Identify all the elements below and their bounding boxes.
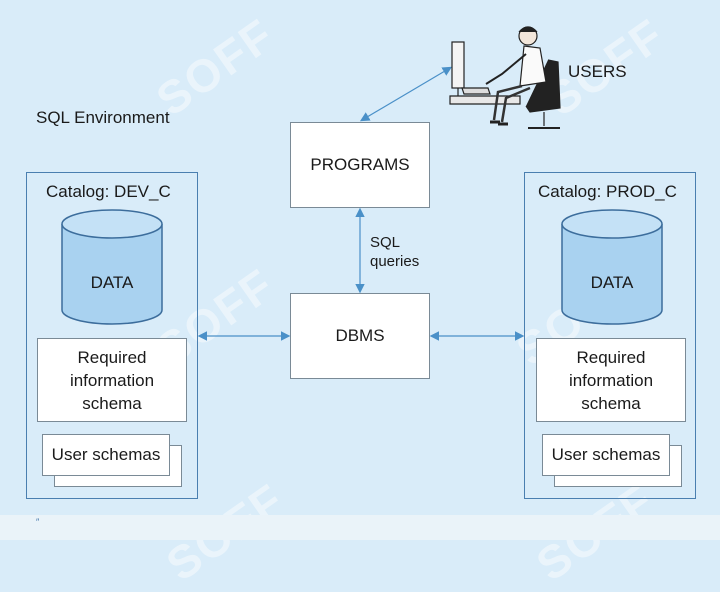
user-schemas-label: User schemas <box>551 445 661 464</box>
info-schema-line: information <box>568 370 654 390</box>
bottom-mark: ″ <box>36 517 40 527</box>
programs-label: PROGRAMS <box>310 155 410 174</box>
diagram-canvas: SOFF SOFF SOFF SOFF SOFF SOFF ″ SQL Envi… <box>0 8 720 591</box>
catalog-dev <box>26 172 198 499</box>
info-schema-prod: Required information schema <box>536 338 686 422</box>
catalog-prod-title: Catalog: PROD_C <box>538 182 677 201</box>
user-schemas-dev: User schemas <box>42 434 170 476</box>
info-schema-line: schema <box>82 393 142 413</box>
info-schema-line: Required <box>576 347 646 367</box>
data-label-dev: DATA <box>91 273 134 292</box>
info-schema-line: schema <box>581 393 641 413</box>
environment-label: SQL Environment <box>36 108 170 127</box>
sql-queries-line-1: SQL <box>370 234 401 251</box>
catalog-dev-title: Catalog: DEV_C <box>46 182 171 201</box>
dbms-label: DBMS <box>335 326 385 345</box>
info-schema-line: information <box>69 370 155 390</box>
sql-queries-line-2: queries <box>370 253 420 270</box>
data-cylinder-prod: DATA <box>561 209 663 325</box>
user-schemas-prod: User schemas <box>542 434 670 476</box>
catalog-prod <box>524 172 696 499</box>
user-at-computer-icon <box>449 26 561 129</box>
info-schema-line: Required <box>77 347 147 367</box>
info-schema-dev: Required information schema <box>37 338 187 422</box>
users-label: USERS <box>568 62 627 81</box>
programs-box: PROGRAMS <box>290 122 430 208</box>
sql-queries-label: SQL queries <box>370 233 419 271</box>
data-cylinder-dev: DATA <box>61 209 163 325</box>
arrow-users-programs <box>359 66 453 122</box>
bottom-strip <box>0 515 720 540</box>
user-schemas-label: User schemas <box>51 445 161 464</box>
dbms-box: DBMS <box>290 293 430 379</box>
data-label-prod: DATA <box>591 273 634 292</box>
diagram-graphics: DATA DATA <box>61 26 663 341</box>
